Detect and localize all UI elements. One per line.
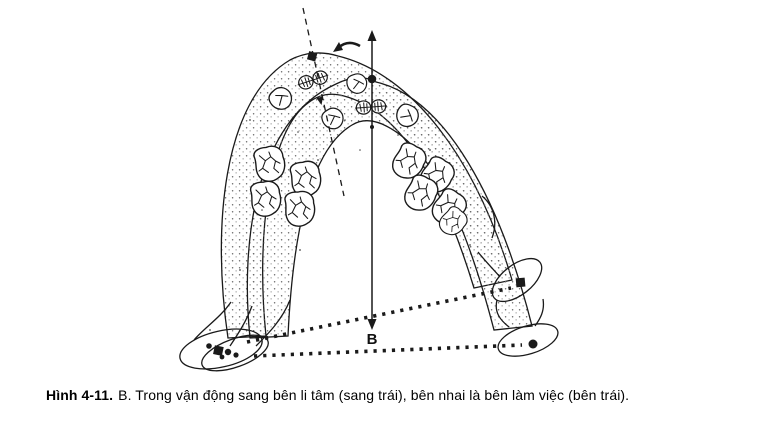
inner-arch-crossing-dot bbox=[370, 125, 374, 129]
dashed-line-arrowhead bbox=[316, 96, 324, 105]
condyle-markers bbox=[206, 277, 538, 360]
speckle-dots bbox=[209, 94, 501, 331]
figure-caption: Hình 4-11.B. Trong vận động sang bên li … bbox=[46, 386, 751, 405]
arch-band-centric-position bbox=[246, 77, 533, 339]
rotation-direction-arrow-icon bbox=[333, 41, 361, 52]
working-condyle-outline-inner bbox=[201, 334, 269, 372]
nonworking-condyle-centric-dot-marker bbox=[528, 339, 538, 349]
right-condyle-neck-lines bbox=[477, 195, 545, 328]
axis-arrowhead-down bbox=[367, 319, 377, 330]
centric-incisal-point-dot bbox=[367, 74, 377, 84]
condyle-trajectory-dotted-lines bbox=[246, 286, 523, 358]
nonworking-condyle-lateral-square-marker bbox=[515, 277, 526, 288]
left-condyle-neck-lines bbox=[193, 299, 291, 347]
working-condyle-outline-outer bbox=[179, 328, 263, 370]
caption-body: B. Trong vận động sang bên li tâm (sang … bbox=[118, 387, 630, 403]
axis-arrowhead-up bbox=[367, 30, 377, 41]
rotated-midline-dashed-line bbox=[302, 7, 345, 197]
working-condyle-dot bbox=[224, 348, 232, 356]
working-condyle-dot bbox=[206, 343, 212, 349]
molar-tooth bbox=[283, 189, 317, 228]
trajectory-to-centric-position bbox=[253, 343, 523, 358]
caption-label: Hình 4-11. bbox=[46, 387, 114, 403]
nonworking-condyle-lateral-outline bbox=[491, 257, 543, 303]
working-condyle-dot bbox=[233, 352, 239, 358]
shifted-incisal-point-square bbox=[306, 51, 318, 62]
working-condyle-dot bbox=[219, 354, 225, 360]
midline-axis-arrow bbox=[367, 30, 377, 330]
condyle-outlines bbox=[179, 195, 559, 372]
occlusal-arch-diagram: B bbox=[179, 7, 559, 372]
point-b-label: B bbox=[367, 331, 378, 348]
nonworking-condyle-centric-outline bbox=[497, 323, 559, 357]
working-condyle-square-marker bbox=[213, 345, 224, 356]
